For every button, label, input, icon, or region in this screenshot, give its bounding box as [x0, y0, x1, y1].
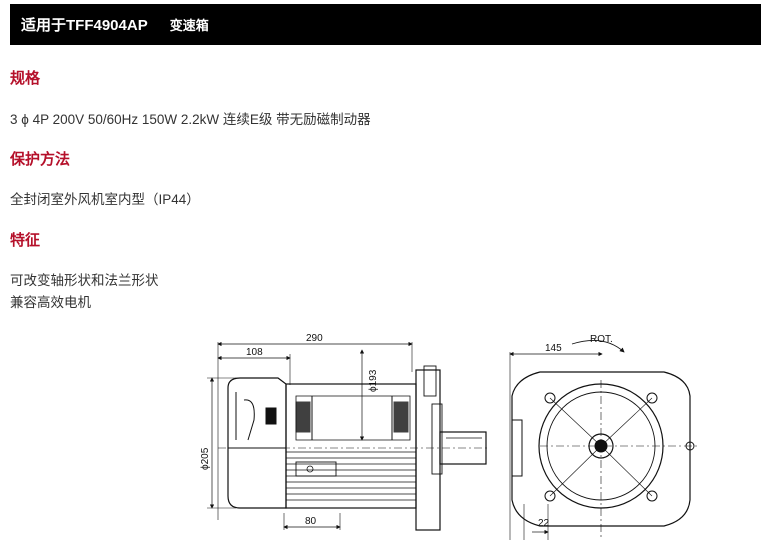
dim-80-label: 80 [305, 516, 317, 527]
model-title: 适用于TFF4904AP [21, 17, 148, 34]
dim-108-label: 108 [246, 347, 263, 358]
spec-heading: 规格 [10, 70, 41, 87]
features-line-1: 可改变轴形状和法兰形状 [10, 273, 159, 288]
side-view [207, 341, 490, 531]
product-type: 变速箱 [169, 18, 209, 33]
spec-text: 3 ϕ 4P 200V 50/60Hz 150W 2.2kW 连续E级 带无励磁… [10, 112, 371, 127]
front-view [509, 340, 700, 540]
protection-text: 全封闭室外风机室内型（IP44） [10, 192, 200, 207]
dim-205-label: ϕ205 [200, 447, 211, 470]
dim-145-label: 145 [545, 343, 562, 354]
title-bar: 适用于TFF4904AP 变速箱 [10, 4, 761, 45]
dim-290-label: 290 [306, 333, 323, 344]
dim-22-label: 22 [538, 518, 550, 529]
protection-heading: 保护方法 [10, 151, 71, 168]
dim-193-label: ϕ193 [368, 369, 379, 392]
features-heading: 特征 [10, 232, 41, 249]
features-line-2: 兼容高效电机 [10, 295, 91, 310]
rotation-label: ROT. [590, 334, 613, 345]
